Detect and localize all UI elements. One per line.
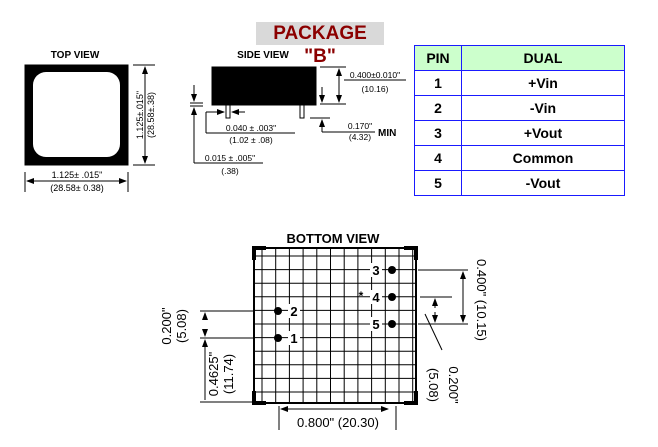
pin-label: 4 — [372, 290, 380, 305]
table-row: 5-Vout — [414, 170, 625, 196]
svg-text:0.400" (10.15): 0.400" (10.15) — [474, 259, 489, 341]
svg-text:0.4625": 0.4625" — [206, 351, 221, 396]
dual-header: DUAL — [461, 45, 625, 71]
svg-text:1.125± .015": 1.125± .015" — [52, 170, 103, 180]
svg-text:(28.58±.38): (28.58±.38) — [146, 92, 156, 138]
svg-text:BOTTOM VIEW: BOTTOM VIEW — [287, 231, 381, 246]
svg-text:MIN: MIN — [378, 128, 396, 139]
pin-label: 1 — [290, 331, 297, 346]
svg-text:0.015 ± .005": 0.015 ± .005" — [205, 153, 255, 163]
pin-label: 5 — [372, 317, 379, 332]
pin-4-dot — [388, 293, 396, 301]
pin-header: PIN — [414, 45, 462, 71]
pin-3-dot — [388, 266, 396, 274]
svg-text:(5.08): (5.08) — [174, 309, 189, 343]
svg-text:(5.08): (5.08) — [426, 368, 441, 402]
svg-text:0.170": 0.170" — [348, 121, 372, 131]
svg-text:0.400±0.010": 0.400±0.010" — [350, 70, 400, 80]
svg-text:0.200": 0.200" — [446, 366, 461, 404]
table-row: 1+Vin — [414, 70, 625, 96]
bottom-view: BOTTOM VIEW 1 2 3 4 5 * 0.200" (5.08) 0.4625… — [159, 231, 489, 430]
svg-text:(28.58± 0.38): (28.58± 0.38) — [50, 183, 103, 193]
side-view: SIDE VIEW 0.400±0.010" (10.16) 0.170" (4… — [190, 50, 406, 176]
svg-text:0.800" (20.30): 0.800" (20.30) — [297, 415, 379, 430]
top-view-label: TOP VIEW — [51, 50, 100, 61]
pin-label: 2 — [290, 304, 297, 319]
svg-text:SIDE VIEW: SIDE VIEW — [237, 50, 289, 61]
svg-text:0.200": 0.200" — [159, 307, 174, 345]
svg-text:(4.32): (4.32) — [349, 132, 371, 142]
package-title: PACKAGE "B" — [256, 22, 384, 67]
svg-text:(10.16): (10.16) — [362, 84, 389, 94]
top-view: TOP VIEW 1.125±.015" (28.58±.38) 1.125± … — [24, 50, 156, 193]
pin-marker-asterisk: * — [359, 289, 364, 303]
svg-text:0.040 ± .003": 0.040 ± .003" — [226, 123, 276, 133]
pin-label: 3 — [372, 263, 379, 278]
pin-2-dot — [274, 307, 282, 315]
svg-text:1.125±.015": 1.125±.015" — [135, 91, 145, 139]
pin-1-dot — [274, 334, 282, 342]
svg-text:(1.02 ± .08): (1.02 ± .08) — [229, 135, 273, 145]
svg-text:(.38): (.38) — [221, 166, 239, 176]
svg-text:(11.74): (11.74) — [221, 354, 236, 394]
table-row: 2-Vin — [414, 95, 625, 121]
table-row: 3+Vout — [414, 120, 625, 146]
pin-5-dot — [388, 320, 396, 328]
